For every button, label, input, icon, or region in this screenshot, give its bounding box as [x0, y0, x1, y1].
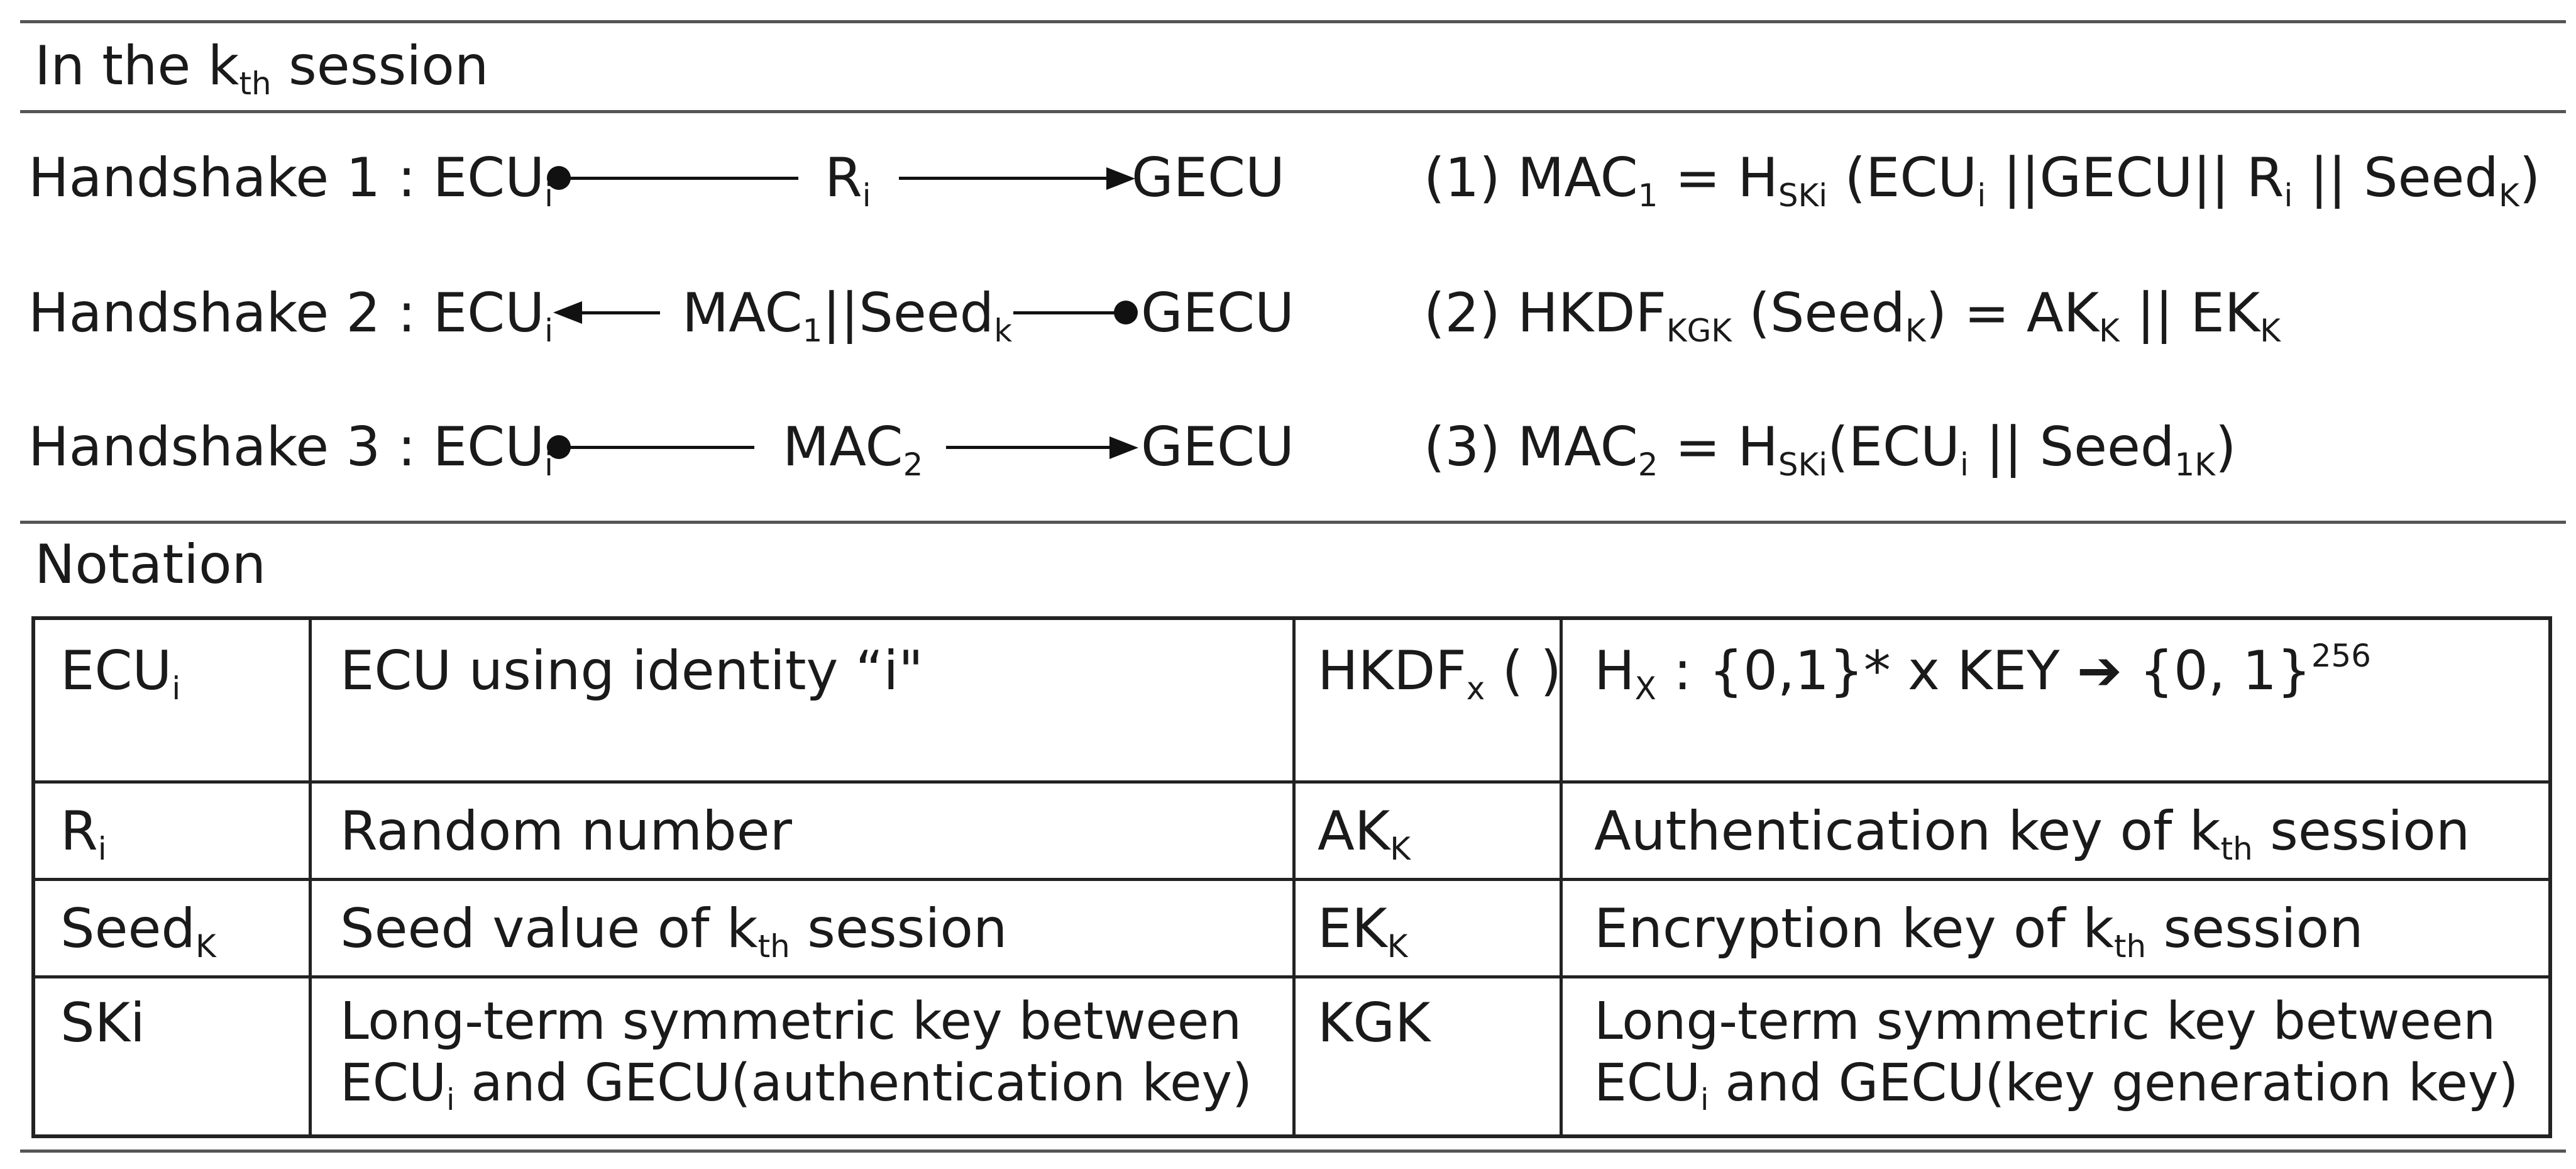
handshake-3-target: GECU	[1141, 416, 1294, 479]
table-row-3-description-2: Encryption key of kth session	[1594, 897, 2364, 965]
section-rule-top	[20, 110, 2566, 113]
table-row-2-symbol-2: AKK	[1318, 800, 1411, 867]
handshake-2-message: MAC1||Seedk	[682, 282, 1013, 349]
handshake-1-label: Handshake 1 : ECUi	[28, 147, 554, 214]
table-row-2-symbol: Ri	[60, 800, 107, 867]
handshake-1-target: GECU	[1131, 147, 1285, 209]
equation-2: (2) HKDFKGK (SeedK) = AKK || EKK	[1424, 282, 2281, 349]
handshake-2-arrowhead	[553, 301, 582, 324]
handshake-2-origin-dot	[1114, 301, 1138, 324]
section-rule-middle	[20, 521, 2566, 524]
handshake-3-label: Handshake 3 : ECUi	[28, 416, 554, 483]
table-row-1-symbol-2: HKDFx ( )	[1318, 640, 1562, 707]
handshake-3-line-left	[559, 446, 754, 449]
table-col-divider-3	[1560, 620, 1563, 1134]
handshake-1-message: Ri	[825, 147, 871, 214]
bottom-rule	[20, 1150, 2566, 1153]
handshake-3-message: MAC2	[783, 416, 923, 483]
handshake-2-label: Handshake 2 : ECUi	[28, 282, 554, 349]
handshake-3-line-right	[946, 446, 1116, 449]
table-row-4-description: Long-term symmetric key between ECUi and…	[340, 992, 1253, 1118]
table-row-2-description: Random number	[340, 800, 793, 863]
table-col-divider-2	[1292, 620, 1296, 1134]
handshake-1-arrowhead	[1106, 167, 1135, 190]
handshake-2-line-left	[578, 311, 660, 314]
table-row-3-description: Seed value of kth session	[340, 897, 1008, 965]
table-row-divider-3	[35, 975, 2548, 978]
equation-1: (1) MAC1 = HSKi (ECUi ||GECU|| Ri || See…	[1424, 147, 2541, 214]
notation-header: Notation	[35, 533, 267, 596]
handshake-1-line-left	[559, 177, 798, 180]
table-row-3-symbol: SeedK	[60, 897, 216, 965]
table-row-divider-1	[35, 780, 2548, 784]
table-row-3-symbol-2: EKK	[1318, 897, 1408, 965]
table-row-2-description-2: Authentication key of kth session	[1594, 800, 2470, 867]
session-header: In the kth session	[35, 35, 489, 102]
handshake-2-line-right	[1013, 311, 1120, 314]
table-row-divider-2	[35, 878, 2548, 881]
right-arrow-icon: ➔	[2076, 640, 2122, 702]
table-row-1-description-2: HX : {0,1}* x KEY ➔ {0, 1}256	[1594, 638, 2372, 707]
table-row-4-description-2: Long-term symmetric key between ECUi and…	[1594, 992, 2519, 1118]
handshake-3-arrowhead	[1109, 436, 1138, 459]
table-row-4-symbol: SKi	[60, 992, 145, 1055]
top-rule	[20, 20, 2566, 23]
handshake-1-line-right	[899, 177, 1113, 180]
notation-table: ECUi ECU using identity “i" HKDFx ( ) HX…	[31, 616, 2552, 1138]
handshake-2-target: GECU	[1141, 282, 1294, 345]
table-col-divider-1	[309, 620, 312, 1134]
table-row-1-symbol: ECUi	[60, 640, 181, 707]
table-row-4-symbol-2: KGK	[1318, 992, 1431, 1055]
equation-3: (3) MAC2 = HSKi(ECUi || Seed1K)	[1424, 416, 2237, 483]
table-row-1-description: ECU using identity “i"	[340, 640, 923, 702]
